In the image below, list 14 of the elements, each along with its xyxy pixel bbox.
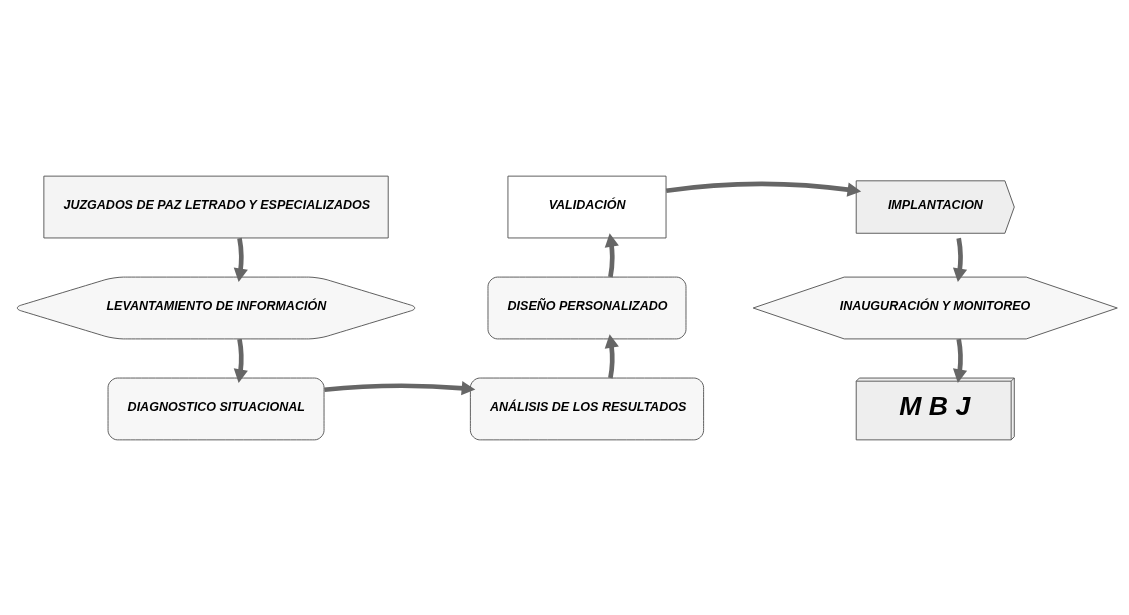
node-ellipse: LEVANTAMIENTO DE INFORMACIÓN — [16, 276, 416, 339]
arrow — [952, 237, 968, 282]
arrow — [604, 333, 619, 378]
arrow — [233, 237, 248, 282]
arrow — [604, 232, 619, 277]
arrow — [324, 380, 476, 395]
node-box: ANÁLISIS DE LOS RESULTADOS — [469, 377, 705, 440]
arrow — [233, 338, 248, 383]
node-box: DISEÑO PERSONALIZADO — [487, 276, 687, 339]
arrow — [952, 338, 968, 383]
node-box: DIAGNOSTICO SITUACIONAL — [107, 377, 325, 440]
arrow — [665, 181, 862, 197]
node-box: VALIDACIÓN — [507, 175, 667, 238]
node-box: JUZGADOS DE PAZ LETRADO Y ESPECIALIZADOS — [43, 175, 389, 238]
